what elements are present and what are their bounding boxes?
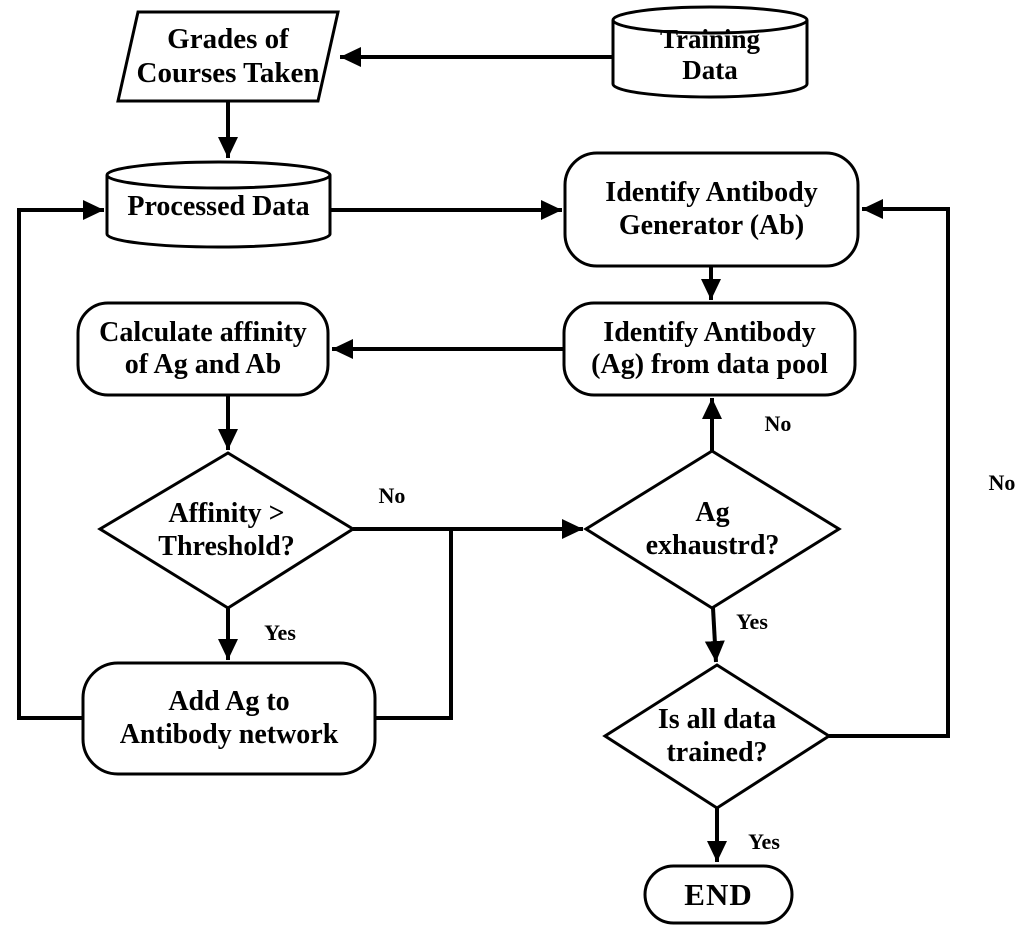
processed-data-cylinder-shape <box>105 175 332 249</box>
identify-antibody-pool-box <box>562 301 857 397</box>
edge-addag-junction <box>375 529 453 720</box>
grades-parallelogram-shape <box>116 10 340 103</box>
training-data-cylinder-top <box>611 5 809 35</box>
affinity-threshold-diamond <box>97 451 356 610</box>
identify-antibody-generator-box <box>563 151 860 268</box>
edge-addag-to-processed-feedback <box>17 200 104 720</box>
edge-trained-no-to-generator-feedback <box>829 199 950 738</box>
processed-data-cylinder-top <box>105 160 332 190</box>
training-data-cylinder-shape <box>611 20 809 99</box>
all-data-trained-diamond <box>602 663 832 810</box>
end-stadium-shape <box>643 864 794 925</box>
calculate-affinity-box <box>76 301 330 397</box>
edge-agexhausted-yes-to-trained <box>704 607 725 663</box>
add-ag-box <box>81 661 377 776</box>
ag-exhausted-diamond <box>583 449 842 610</box>
